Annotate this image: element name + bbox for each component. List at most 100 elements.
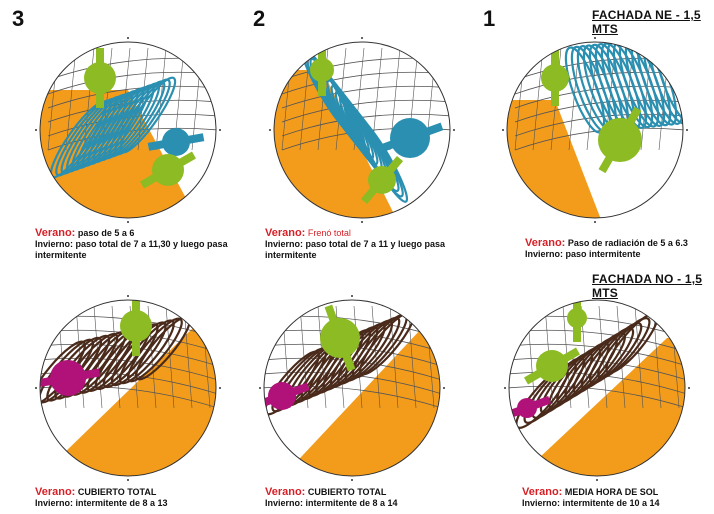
summer-text: Paso de radiación de 5 a 6.3 xyxy=(567,238,688,248)
grid-line xyxy=(532,47,544,151)
compass-tick xyxy=(269,129,271,131)
diagram-border xyxy=(39,41,217,219)
diagram-border xyxy=(506,41,684,219)
sun-marker xyxy=(598,118,642,162)
winter-text: Invierno: intermitente de 8 a 14 xyxy=(265,498,398,508)
grid-line xyxy=(652,305,662,409)
compass-tick xyxy=(35,387,37,389)
compass-tick xyxy=(259,387,261,389)
column-number-1: 1 xyxy=(483,6,496,31)
winter-text: Invierno: paso intermitente xyxy=(525,249,641,259)
compass-tick xyxy=(127,295,129,297)
summer-label: Verano: xyxy=(35,486,76,498)
compass-tick xyxy=(127,479,129,481)
compass-tick xyxy=(219,387,221,389)
winter-text: Invierno: intermitente de 8 a 13 xyxy=(35,498,168,508)
compass-tick xyxy=(596,295,598,297)
compass-tick xyxy=(127,37,129,39)
diagram-border xyxy=(39,299,217,477)
sun-marker xyxy=(390,118,430,158)
winter-text: Invierno: paso total de 7 a 11,30 y lueg… xyxy=(35,239,228,260)
sun-marker xyxy=(517,398,537,418)
summer-label: Verano: xyxy=(525,237,566,249)
caption-ne-2: Verano: Frenó total Invierno: paso total… xyxy=(265,228,475,261)
sun-marker xyxy=(120,310,152,342)
summer-label: Verano: xyxy=(265,227,306,239)
sun-path-diagram-no-3 xyxy=(35,295,221,481)
caption-ne-3: Verano: paso de 5 a 6 Invierno: paso tot… xyxy=(35,228,245,261)
summer-text: CUBIERTO TOTAL xyxy=(307,487,387,497)
compass-tick xyxy=(361,37,363,39)
caption-ne-1: Verano: Paso de radiación de 5 a 6.3 Inv… xyxy=(525,238,710,260)
compass-tick xyxy=(443,387,445,389)
compass-tick xyxy=(594,221,596,223)
compass-tick xyxy=(596,479,598,481)
grid-line xyxy=(514,127,683,151)
compass-tick xyxy=(594,37,596,39)
shading-mask-stripe xyxy=(114,78,171,156)
caption-no-1: Verano: MEDIA HORA DE SOL Invierno: inte… xyxy=(522,487,710,509)
summer-text: Frenó total xyxy=(307,228,351,238)
grid-line xyxy=(281,85,450,109)
compass-tick xyxy=(502,129,504,131)
grid-line xyxy=(371,305,381,409)
heading-fachada-no: FACHADA NO - 1,5 MTS xyxy=(592,272,703,300)
compass-tick xyxy=(361,221,363,223)
winter-text: Invierno: intermitente de 10 a 14 xyxy=(522,498,660,508)
sun-marker xyxy=(310,58,334,82)
sun-marker xyxy=(152,154,184,186)
sun-marker xyxy=(536,350,568,382)
shading-mask-stripe xyxy=(355,117,409,203)
obstruction-area xyxy=(40,90,203,218)
obstruction-area xyxy=(509,338,685,476)
diagram-border xyxy=(508,299,686,477)
summer-label: Verano: xyxy=(265,486,306,498)
column-number-2: 2 xyxy=(253,6,266,31)
grid-line xyxy=(65,47,77,151)
compass-tick xyxy=(453,129,455,131)
obstruction-area xyxy=(40,328,216,476)
sun-marker xyxy=(268,382,296,410)
column-number-3: 3 xyxy=(12,6,25,31)
winter-text: Invierno: paso total de 7 a 11 y luego p… xyxy=(265,239,446,260)
sun-marker xyxy=(541,64,569,92)
compass-tick xyxy=(686,129,688,131)
sun-marker xyxy=(50,360,86,396)
sun-marker xyxy=(567,308,587,328)
compass-tick xyxy=(127,221,129,223)
sun-path-diagram-ne-1 xyxy=(502,37,688,223)
sun-path-diagram-no-1 xyxy=(504,295,690,481)
compass-tick xyxy=(35,129,37,131)
compass-tick xyxy=(504,387,506,389)
compass-tick xyxy=(351,479,353,481)
compass-tick xyxy=(688,387,690,389)
summer-text: CUBIERTO TOTAL xyxy=(77,487,157,497)
grid-line xyxy=(407,305,417,409)
grid-line xyxy=(568,47,580,151)
sun-marker xyxy=(320,318,360,358)
grid-line xyxy=(598,305,608,409)
sun-path-diagram-ne-3 xyxy=(35,37,221,223)
grid-line xyxy=(509,385,685,409)
summer-text: MEDIA HORA DE SOL xyxy=(564,487,659,497)
diagram-border xyxy=(263,299,441,477)
sun-marker xyxy=(368,166,396,194)
sun-marker xyxy=(84,62,116,94)
compass-tick xyxy=(351,295,353,297)
grid-line xyxy=(281,113,450,137)
sun-path-diagram-no-2 xyxy=(259,295,445,481)
sun-path-diagram-ne-2 xyxy=(269,37,455,223)
diagram-border xyxy=(273,41,451,219)
sun-marker xyxy=(162,128,190,156)
shading-mask-stripe xyxy=(588,322,643,384)
summer-text: paso de 5 a 6 xyxy=(77,228,135,238)
grid-line xyxy=(183,305,193,409)
compass-tick xyxy=(219,129,221,131)
grid-line xyxy=(586,47,598,151)
summer-label: Verano: xyxy=(522,486,563,498)
shading-mask-stripe xyxy=(119,76,177,154)
shading-mask-stripe xyxy=(654,42,683,124)
summer-label: Verano: xyxy=(35,227,76,239)
grid-line xyxy=(47,85,216,109)
caption-no-2: Verano: CUBIERTO TOTAL Invierno: intermi… xyxy=(265,487,475,509)
